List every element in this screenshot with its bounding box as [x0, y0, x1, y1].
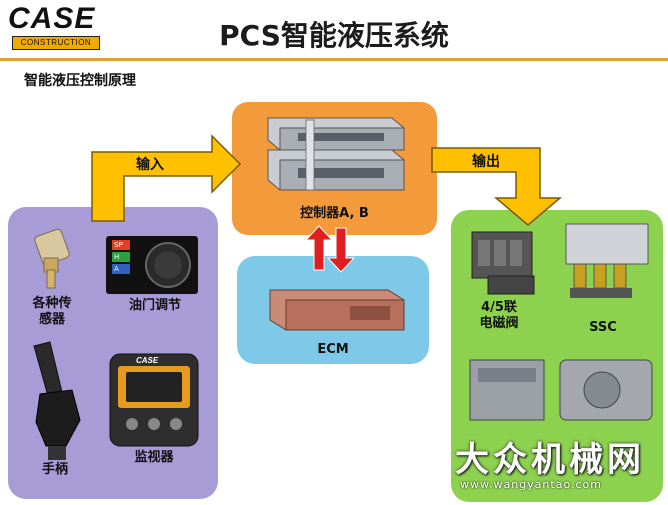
- solenoid-label-line2: 电磁阀: [479, 316, 519, 331]
- watermark-text: 大众机械网: [455, 440, 645, 480]
- sensors-label-line2: 感器: [38, 312, 65, 327]
- main-valve-icon: [469, 359, 545, 421]
- dial-mark-a: A: [114, 265, 119, 273]
- dial-mark-sp: SP: [114, 241, 123, 249]
- joystick-handle-icon: [33, 341, 81, 460]
- controller-label: 控制器A, B: [300, 206, 369, 221]
- hydraulic-pump-icon: [559, 359, 653, 421]
- solenoid-label-line1: 4/5联: [481, 300, 517, 315]
- down-arrow: [326, 227, 356, 273]
- ssc-label: SSC: [589, 320, 617, 335]
- sensors-label-line1: 各种传: [32, 296, 72, 311]
- ecm-label: ECM: [317, 342, 349, 357]
- input-arrow: [91, 134, 242, 222]
- monitor-brand: CASE: [136, 356, 159, 365]
- section-subtitle: 智能液压控制原理: [24, 73, 136, 89]
- input-arrow-label: 输入: [136, 157, 164, 173]
- case-logo-subtitle: CONSTRUCTION: [12, 36, 100, 50]
- title-divider: [0, 58, 668, 61]
- up-arrow: [304, 225, 334, 271]
- handle-label: 手柄: [41, 462, 68, 477]
- dial-mark-h: H: [114, 253, 120, 261]
- sensors-label: 各种传 感器: [20, 296, 84, 328]
- watermark-url: www.wangyantao.com: [460, 478, 602, 491]
- page-title: PCS智能液压系统: [219, 19, 449, 52]
- sensor-icon: [34, 228, 70, 289]
- solenoid-valve-label: 4/5联 电磁阀: [466, 300, 532, 332]
- throttle-dial-marks: SP H A: [114, 239, 123, 275]
- throttle-label: 油门调节: [128, 298, 181, 313]
- solenoid-valve-icon: [471, 231, 535, 295]
- controller-unit-icon: [267, 117, 405, 191]
- case-logo: CASE: [8, 2, 96, 35]
- monitor-icon: [109, 353, 199, 447]
- ecm-module-icon: [269, 289, 405, 331]
- monitor-label: 监视器: [134, 450, 174, 465]
- throttle-dial-icon: [106, 236, 198, 294]
- output-arrow-label: 输出: [472, 154, 500, 170]
- ssc-valve-icon: [565, 223, 649, 298]
- output-arrow: [431, 147, 563, 226]
